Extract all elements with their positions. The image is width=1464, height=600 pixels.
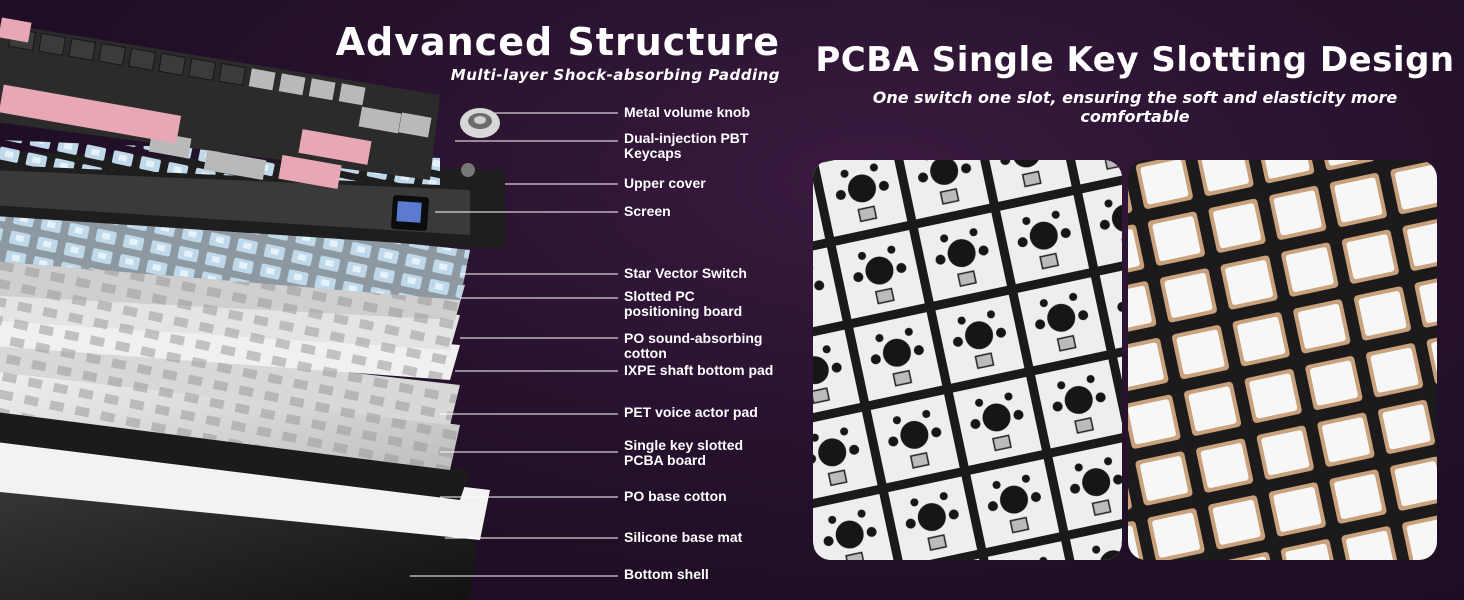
switch-layer [0, 202, 470, 300]
plate-closeup-photo [1128, 160, 1437, 560]
pc-positioning-board-layer [0, 256, 465, 320]
pcba-design-subtitle: One switch one slot, ensuring the soft a… [872, 88, 1398, 126]
advanced-structure-title: Advanced Structure [335, 20, 780, 64]
left-title-block: Advanced Structure Multi-layer Shock-abs… [300, 20, 780, 84]
callout-po-sound-absorbing-cotton: PO sound-absorbing cotton [624, 330, 763, 361]
right-title-block: PCBA Single Key Slotting Design One swit… [800, 38, 1464, 126]
callout-upper-cover: Upper cover [624, 175, 706, 191]
pcba-board-layer [0, 362, 460, 470]
keycap-layer [0, 17, 440, 190]
exploded-keyboard-illustration [0, 17, 618, 600]
advanced-structure-subtitle: Multi-layer Shock-absorbing Padding [450, 66, 780, 84]
silicone-base-mat-layer [0, 432, 490, 540]
callout-keycaps: Dual-injection PBT Keycaps [624, 130, 749, 161]
callout-pc-positioning-board: Slotted PC positioning board [624, 288, 743, 319]
volume-knob [460, 108, 500, 138]
pcba-design-title: PCBA Single Key Slotting Design [815, 40, 1455, 80]
callout-screen: Screen [624, 203, 671, 219]
pcb-closeup-photo [813, 160, 1122, 560]
callout-pet-voice-actor-pad: PET voice actor pad [624, 404, 758, 420]
callout-star-vector-switch: Star Vector Switch [624, 265, 747, 281]
callout-leader-lines [410, 112, 618, 577]
callout-po-base-cotton: PO base cotton [624, 488, 727, 504]
callout-pcba-board: Single key slotted PCBA board [624, 437, 744, 468]
callout-silicone-base-mat: Silicone base mat [624, 529, 743, 545]
callout-ixpe-shaft-bottom-pad: IXPE shaft bottom pad [624, 362, 774, 378]
pet-pad-layer [0, 332, 460, 425]
callout-bottom-shell: Bottom shell [624, 566, 709, 582]
callout-metal-volume-knob: Metal volume knob [624, 104, 751, 120]
